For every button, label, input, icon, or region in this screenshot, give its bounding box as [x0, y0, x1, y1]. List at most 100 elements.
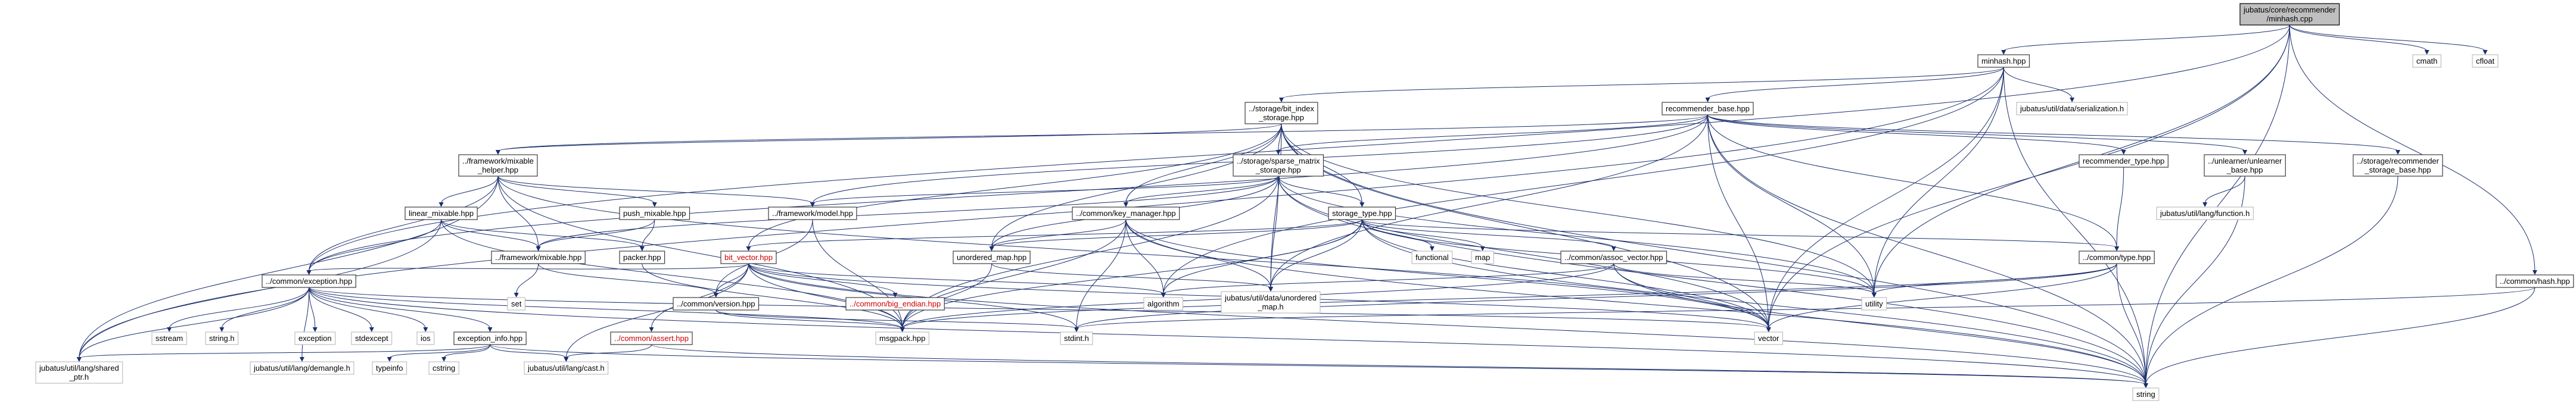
- node-label: ../storage/bit_index: [1249, 104, 1314, 113]
- edge-assoc_vector-to-algorithm: [1163, 263, 1614, 295]
- node-box: [1754, 331, 1784, 345]
- edge-assert_hpp-to-cast_h: [565, 344, 652, 359]
- edge-root-to-hash_hpp: [2289, 24, 2535, 272]
- node-box: [205, 331, 239, 345]
- edge-push_mixable-to-mixable_hpp: [538, 219, 655, 248]
- edge-recommender_base-to-sparse_matrix: [1278, 114, 1708, 152]
- edge-hash_hpp-to-stdint: [1076, 287, 2535, 329]
- node-assoc_vector[interactable]: ../common/assoc_vector.hpp: [1560, 251, 1667, 264]
- node-label: cstring: [433, 364, 455, 373]
- node-exception_hpp[interactable]: ../common/exception.hpp: [262, 274, 356, 288]
- node-mixable_hpp[interactable]: ../framework/mixable.hpp: [491, 251, 586, 264]
- node-storage_type[interactable]: storage_type.hpp: [1328, 206, 1396, 220]
- node-label: ../common/big_endian.hpp: [850, 299, 941, 308]
- node-mixable_helper[interactable]: ../framework/mixable_helper.hpp: [458, 154, 538, 177]
- edge-arrowhead: [652, 202, 657, 207]
- edge-arrowhead: [299, 357, 304, 362]
- edge-exception_info-to-cstring: [443, 344, 491, 359]
- node-bit_index[interactable]: ../storage/bit_index_storage.hpp: [1245, 102, 1318, 124]
- node-recommender_storage[interactable]: ../storage/recommender_storage_base.hpp: [2353, 154, 2443, 177]
- node-hash_hpp[interactable]: ../common/hash.hpp: [2496, 274, 2574, 288]
- edge-linear_mixable-to-shared_ptr: [79, 219, 442, 359]
- edge-sparse_matrix-to-model_hpp: [812, 176, 1279, 204]
- node-exception_info[interactable]: exception_info.hpp: [453, 331, 527, 345]
- edge-mixable_helper-to-exception_hpp: [309, 176, 499, 272]
- node-label: jubatus/util/lang/shared: [39, 364, 119, 373]
- node-linear_mixable[interactable]: linear_mixable.hpp: [405, 206, 478, 220]
- node-packer[interactable]: packer.hpp: [619, 251, 665, 264]
- edge-bit_index-to-key_manager: [1125, 123, 1282, 204]
- node-recommender_base[interactable]: recommender_base.hpp: [1662, 102, 1754, 115]
- node-box: [524, 361, 609, 375]
- edge-version_hpp-to-msgpack: [715, 309, 903, 329]
- node-bit_vector[interactable]: bit_vector.hpp: [720, 251, 777, 264]
- edge-minhash_hpp-to-shared_ptr: [79, 67, 2004, 359]
- edge-mixable_helper-to-shared_ptr: [79, 176, 499, 359]
- edge-arrowhead: [746, 246, 751, 251]
- node-label: ../common/type.hpp: [2083, 253, 2151, 262]
- edge-bit_vector-to-msgpack: [748, 263, 903, 329]
- node-label: sstream: [155, 334, 183, 343]
- node-box: [2016, 102, 2128, 115]
- node-cast_h: jubatus/util/lang/cast.h: [524, 361, 609, 375]
- edge-bit_vector-to-cast_h: [565, 263, 749, 359]
- edge-arrowhead: [2482, 50, 2488, 55]
- node-push_mixable[interactable]: push_mixable.hpp: [619, 206, 690, 220]
- node-key_manager[interactable]: ../common/key_manager.hpp: [1072, 206, 1180, 220]
- node-big_endian[interactable]: ../common/big_endian.hpp: [845, 297, 945, 311]
- node-box: [2204, 154, 2286, 177]
- edge-storage_type-to-bit_vector: [748, 219, 1362, 248]
- node-box: [1221, 291, 1321, 314]
- edge-arrowhead: [2395, 150, 2401, 155]
- node-recommender_type[interactable]: recommender_type.hpp: [2079, 154, 2169, 168]
- node-label: string: [2136, 390, 2155, 399]
- edge-root-to-cfloat: [2289, 24, 2486, 52]
- node-sparse_matrix[interactable]: ../storage/sparse_matrix_storage.hpp: [1233, 154, 1324, 177]
- edge-exception_hpp-to-string_h: [221, 287, 310, 329]
- node-box: [458, 154, 538, 177]
- node-cstring: cstring: [428, 361, 459, 375]
- edge-recommender_storage-to-string: [2145, 176, 2398, 385]
- edge-minhash_hpp-to-string: [2003, 67, 2146, 385]
- node-box: [1662, 102, 1754, 115]
- edge-assoc_vector-to-string: [1613, 263, 2146, 385]
- edge-storage_type-to-string: [1361, 219, 2146, 385]
- edge-mixable_helper-to-model_hpp: [497, 176, 813, 204]
- edge-bit_vector-to-string: [748, 263, 2146, 385]
- node-label: storage_type.hpp: [1332, 209, 1392, 218]
- node-vector: vector: [1754, 331, 1784, 345]
- node-model_hpp[interactable]: ../framework/model.hpp: [768, 206, 857, 220]
- edge-arrowhead: [639, 246, 645, 251]
- edge-bit_vector-to-exception_hpp: [309, 263, 749, 272]
- node-type_hpp[interactable]: ../common/type.hpp: [2079, 251, 2155, 264]
- node-string: string: [2132, 387, 2160, 401]
- node-box: [1471, 251, 1494, 264]
- node-label: string.h: [209, 334, 235, 343]
- node-box: [2079, 251, 2155, 264]
- edge-sparse_matrix-to-utility: [1278, 176, 1875, 295]
- edge-exception_hpp-to-demangle: [301, 287, 310, 359]
- edge-root-to-vector: [1768, 24, 2290, 329]
- edge-storage_type-to-util_unordered_map: [1270, 219, 1362, 289]
- node-label: _map.h: [1257, 302, 1283, 311]
- edge-exception_info-to-typeinfo: [389, 344, 491, 359]
- edge-exception_info-to-cast_h: [490, 344, 567, 359]
- node-box: [1233, 154, 1324, 177]
- edge-arrowhead: [2114, 246, 2120, 251]
- edge-arrowhead: [2242, 150, 2248, 155]
- node-minhash_hpp[interactable]: minhash.hpp: [1977, 54, 2030, 68]
- edges-layer: [76, 24, 2537, 388]
- edge-type_hpp-to-stdint: [1076, 263, 2117, 329]
- edge-arrowhead: [1268, 287, 1273, 292]
- edge-mixable_helper-to-linear_mixable: [441, 176, 499, 204]
- node-version_hpp[interactable]: ../common/version.hpp: [673, 297, 760, 311]
- node-assert_hpp[interactable]: ../common/assert.hpp: [610, 331, 693, 345]
- node-unlearner_base[interactable]: ../unlearner/unlearner_base.hpp: [2204, 154, 2286, 177]
- node-label: exception: [298, 334, 332, 343]
- edge-packer-to-msgpack: [642, 263, 903, 329]
- edge-unordered_map_hpp-to-msgpack: [902, 263, 993, 329]
- node-label: recommender_type.hpp: [2083, 157, 2164, 165]
- node-box: [2132, 387, 2160, 401]
- node-unordered_map_hpp[interactable]: unordered_map.hpp: [953, 251, 1031, 264]
- node-box: [250, 361, 354, 375]
